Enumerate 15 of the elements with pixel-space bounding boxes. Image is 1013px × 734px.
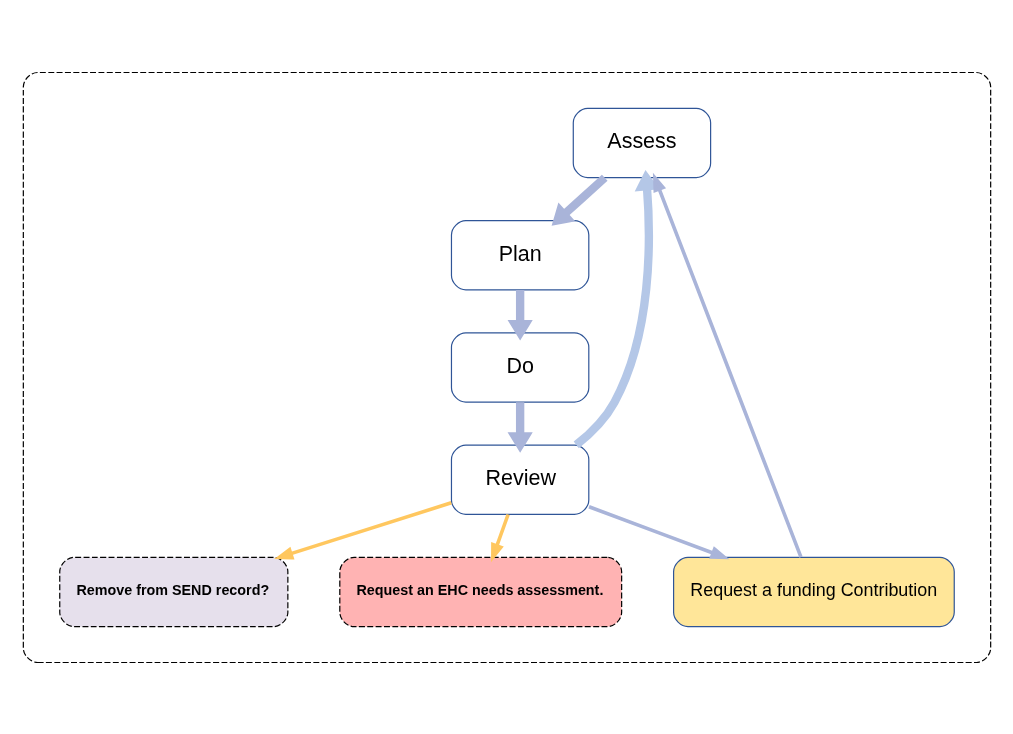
arrow bbox=[507, 289, 533, 341]
node-box: Request an EHC needs assessment. bbox=[338, 556, 622, 627]
arrow bbox=[551, 174, 608, 226]
node-box: Assess bbox=[572, 107, 711, 178]
arrow bbox=[507, 401, 533, 453]
arrow bbox=[587, 504, 729, 559]
node-box: Plan bbox=[450, 219, 589, 290]
node-box: Review bbox=[450, 444, 589, 515]
node-box: Request a funding Contribution bbox=[672, 556, 955, 627]
arrow bbox=[490, 513, 510, 562]
node-box: Do bbox=[450, 331, 589, 403]
node-box: Remove from SEND record? bbox=[58, 556, 288, 627]
arrow bbox=[652, 172, 803, 558]
cluster bbox=[22, 71, 991, 663]
arrow bbox=[273, 500, 452, 560]
